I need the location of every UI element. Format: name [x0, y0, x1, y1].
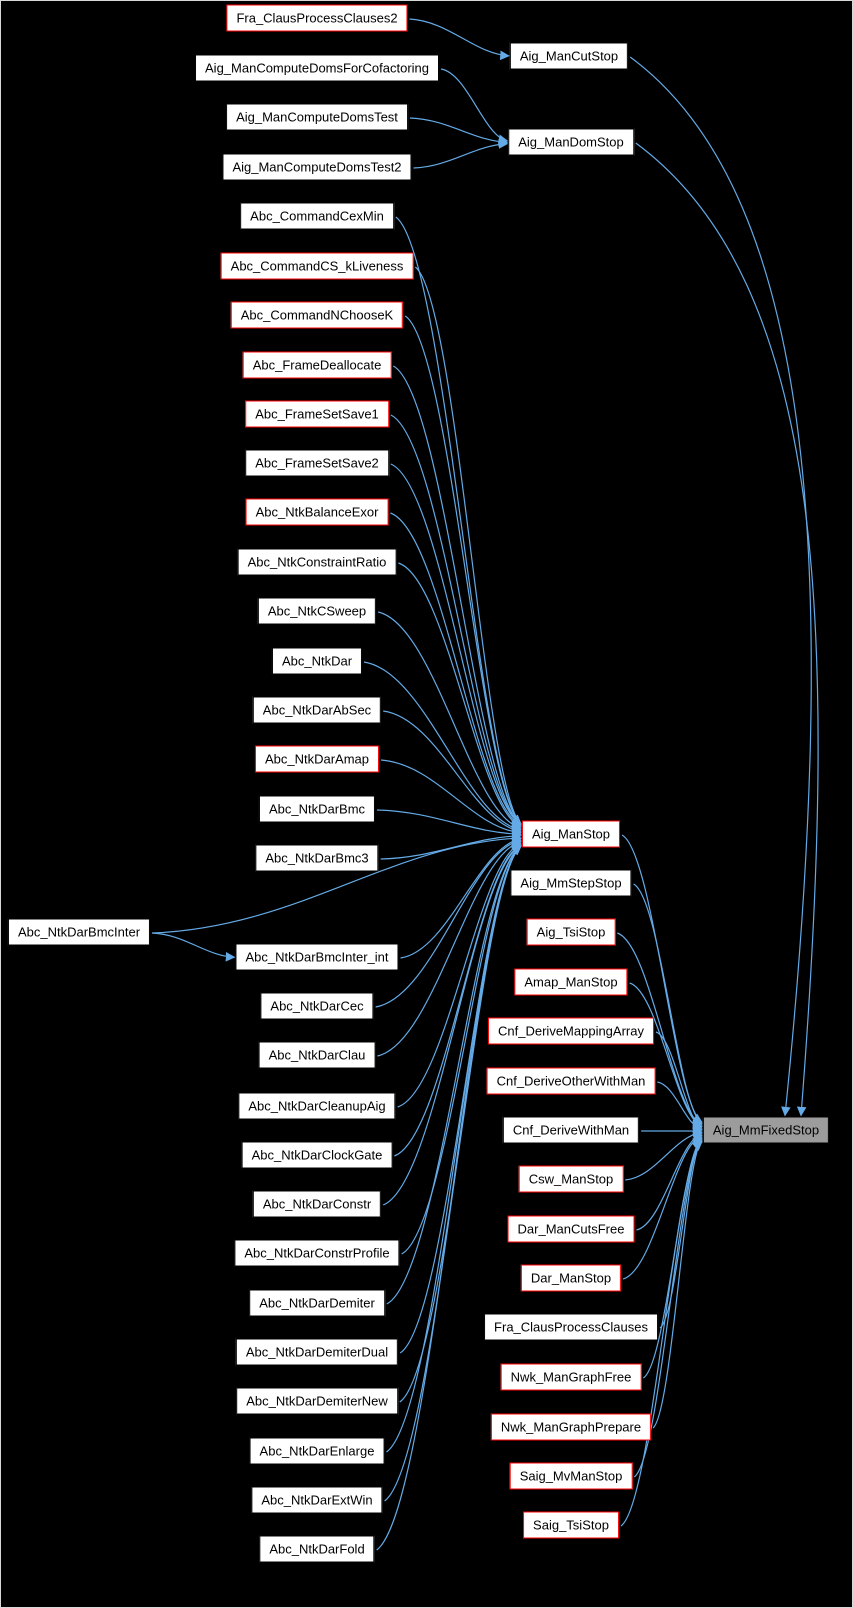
edge-setsave1-to-manstop [390, 414, 522, 825]
edge-saigtsi-to-mmfixedstop [620, 1141, 703, 1527]
node-cutstop[interactable]: Aig_ManCutStop [509, 42, 629, 70]
node-mmfixedstop[interactable]: Aig_MmFixedStop [702, 1116, 830, 1144]
edge-demiterdual-to-manstop [399, 845, 522, 1354]
edge-constrprofile-to-manstop [401, 845, 522, 1255]
node-bmc3[interactable]: Abc_NtkDarBmc3 [255, 844, 379, 872]
edge-bmc-to-manstop [377, 809, 522, 839]
edge-domstest2-to-domstop [413, 139, 509, 169]
node-clockgate[interactable]: Abc_NtkDarClockGate [241, 1141, 393, 1169]
node-demiterdual[interactable]: Abc_NtkDarDemiterDual [235, 1338, 399, 1366]
node-fraclaus[interactable]: Fra_ClausProcessClauses [484, 1313, 658, 1341]
node-clau[interactable]: Abc_NtkDarClau [258, 1041, 376, 1069]
edge-balanceexor-to-manstop [390, 512, 522, 827]
node-nchoosek[interactable]: Abc_CommandNChooseK [230, 301, 404, 329]
node-bmcinter_int[interactable]: Abc_NtkDarBmcInter_int [235, 943, 399, 971]
node-darcutsfree[interactable]: Dar_ManCutsFree [507, 1215, 635, 1243]
edge-constraintratio-to-manstop [398, 562, 522, 829]
node-constrprofile[interactable]: Abc_NtkDarConstrProfile [234, 1239, 400, 1267]
node-cofact[interactable]: Aig_ManComputeDomsForCofactoring [195, 54, 439, 82]
node-demiter[interactable]: Abc_NtkDarDemiter [249, 1289, 385, 1317]
edge-enlarge-to-manstop [386, 845, 522, 1453]
node-mmstepstop[interactable]: Aig_MmStepStop [510, 869, 632, 897]
node-cec[interactable]: Abc_NtkDarCec [260, 992, 374, 1020]
edge-bmcinter-to-bmcinter_int [152, 932, 236, 962]
edge-constr-to-manstop [382, 845, 522, 1206]
node-tsistop[interactable]: Aig_TsiStop [526, 918, 616, 946]
edge-domstest-to-domstop [409, 117, 509, 147]
edge-demiter-to-manstop [386, 845, 522, 1305]
edge-cleanupaig-to-manstop [397, 841, 522, 1108]
node-kliveness[interactable]: Abc_CommandCS_kLiveness [220, 252, 414, 280]
edge-absec-to-manstop [383, 710, 522, 835]
node-saigmv[interactable]: Saig_MvManStop [509, 1462, 633, 1490]
edge-kliveness-to-manstop [414, 266, 522, 825]
node-cleanupaig[interactable]: Abc_NtkDarCleanupAig [238, 1092, 396, 1120]
node-enlarge[interactable]: Abc_NtkDarEnlarge [249, 1437, 385, 1465]
node-domstest2[interactable]: Aig_ManComputeDomsTest2 [222, 153, 412, 181]
node-domstop[interactable]: Aig_ManDomStop [508, 128, 634, 156]
node-amap[interactable]: Abc_NtkDarAmap [254, 745, 380, 773]
node-cswmanstop[interactable]: Csw_ManStop [518, 1165, 624, 1193]
node-bmcinter[interactable]: Abc_NtkDarBmcInter [7, 918, 151, 946]
edge-amap-to-manstop [380, 759, 522, 837]
node-constraintratio[interactable]: Abc_NtkConstraintRatio [237, 548, 397, 576]
node-extwin[interactable]: Abc_NtkDarExtWin [251, 1486, 383, 1514]
node-cexmin[interactable]: Abc_CommandCexMin [240, 202, 394, 230]
node-amapmanstop[interactable]: Amap_ManStop [514, 968, 628, 996]
node-absec[interactable]: Abc_NtkDarAbSec [252, 696, 382, 724]
node-bmc[interactable]: Abc_NtkDarBmc [258, 795, 376, 823]
node-cnfmaparray[interactable]: Cnf_DeriveMappingArray [488, 1017, 654, 1045]
edge-bmcinter_int-to-manstop [400, 835, 522, 959]
node-domstest[interactable]: Aig_ManComputeDomsTest [226, 103, 408, 131]
edge-fold-to-manstop [376, 845, 522, 1551]
edge-csweep-to-manstop [378, 611, 522, 831]
edge-cofact-to-domstop [440, 68, 509, 144]
edge-nwkfree-to-mmfixedstop [642, 1137, 703, 1379]
edge-fra2-to-cutstop [409, 18, 510, 61]
edge-mmstepstop-to-mmfixedstop [633, 883, 703, 1125]
node-saigtsi[interactable]: Saig_TsiStop [523, 1511, 619, 1539]
node-constr[interactable]: Abc_NtkDarConstr [252, 1190, 382, 1218]
node-manstop[interactable]: Aig_ManStop [521, 820, 621, 848]
edge-ntkdar-to-manstop [363, 661, 522, 833]
node-ntkdar[interactable]: Abc_NtkDar [271, 647, 363, 675]
edge-domstop-to-mmfixedstop [635, 142, 819, 1117]
node-cnfother[interactable]: Cnf_DeriveOtherWithMan [486, 1067, 656, 1095]
edge-clau-to-manstop [377, 839, 522, 1057]
edge-cec-to-manstop [375, 837, 522, 1008]
edge-cexmin-to-manstop [395, 216, 522, 825]
node-fold[interactable]: Abc_NtkDarFold [259, 1535, 375, 1563]
node-csweep[interactable]: Abc_NtkCSweep [257, 597, 377, 625]
node-cnfwithman[interactable]: Cnf_DeriveWithMan [502, 1116, 640, 1144]
node-darmanstop[interactable]: Dar_ManStop [520, 1264, 622, 1292]
edge-framedealloc-to-manstop [393, 365, 522, 825]
node-setsave1[interactable]: Abc_FrameSetSave1 [245, 400, 389, 428]
node-balanceexor[interactable]: Abc_NtkBalanceExor [245, 498, 389, 526]
edge-clockgate-to-manstop [394, 843, 522, 1157]
node-nwkfree[interactable]: Nwk_ManGraphFree [500, 1363, 642, 1391]
edge-cutstop-to-mmfixedstop [629, 56, 812, 1117]
edge-cnfmaparray-to-mmfixedstop [655, 1031, 703, 1130]
edge-darmanstop-to-mmfixedstop [622, 1133, 703, 1280]
edge-nwkprepare-to-mmfixedstop [652, 1139, 703, 1429]
node-nwkprepare[interactable]: Nwk_ManGraphPrepare [490, 1413, 652, 1441]
node-framedealloc[interactable]: Abc_FrameDeallocate [242, 351, 392, 379]
node-fra2[interactable]: Fra_ClausProcessClauses2 [226, 4, 408, 32]
edge-setsave2-to-manstop [390, 463, 522, 825]
edge-nchoosek-to-manstop [404, 315, 522, 825]
node-setsave2[interactable]: Abc_FrameSetSave2 [245, 449, 389, 477]
node-demiternew[interactable]: Abc_NtkDarDemiterNew [236, 1387, 398, 1415]
edge-darcutsfree-to-mmfixedstop [636, 1131, 703, 1231]
edge-bmcinter-to-manstop [152, 833, 522, 934]
